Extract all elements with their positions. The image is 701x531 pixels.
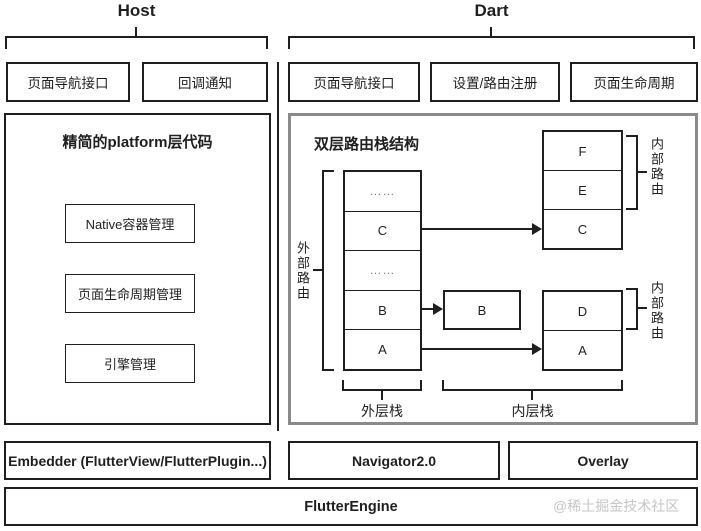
host-callback-notify-box: 回调通知 bbox=[142, 62, 268, 102]
host-section-title: Host bbox=[117, 1, 156, 20]
outer-stack-cell-b: B bbox=[345, 289, 420, 330]
outer-stack-cell-dots-mid: …… bbox=[345, 250, 420, 290]
host-page-nav-interface-box: 页面导航接口 bbox=[6, 62, 130, 102]
arrow-a-head bbox=[532, 343, 542, 355]
inner-route-bracket-bottom bbox=[626, 288, 638, 330]
inner-route-bracket-top-tick bbox=[638, 171, 647, 173]
section-divider bbox=[277, 62, 279, 431]
engine-mgmt-box: 引擎管理 bbox=[65, 344, 195, 383]
dart-bracket-stem bbox=[490, 27, 492, 37]
host-bracket bbox=[5, 36, 268, 49]
arrow-c-shaft bbox=[422, 228, 533, 230]
outer-route-label: 外部路由 bbox=[295, 241, 310, 301]
host-callback-notify-label: 回调通知 bbox=[178, 76, 232, 91]
inner-stack-top-cell-c: C bbox=[544, 209, 621, 248]
dart-page-lifecycle-label: 页面生命周期 bbox=[593, 76, 675, 91]
overlay-label: Overlay bbox=[577, 452, 629, 469]
detached-b-label: B bbox=[477, 302, 487, 318]
router-panel-title: 双层路由栈结构 bbox=[314, 136, 420, 153]
outer-route-bracket-tick bbox=[313, 269, 322, 271]
embedder-box: Embedder (FlutterView/FlutterPlugin...) bbox=[4, 441, 271, 480]
outer-stack-cell-c: C bbox=[345, 210, 420, 251]
navigator-box: Navigator2.0 bbox=[288, 441, 500, 480]
arrow-a-shaft bbox=[422, 348, 533, 350]
dart-bracket bbox=[288, 36, 695, 49]
outer-route-bracket bbox=[322, 170, 334, 371]
inner-route-bracket-bottom-tick bbox=[638, 307, 647, 309]
engine-mgmt-label: 引擎管理 bbox=[103, 357, 156, 372]
inner-route-label-top: 内部路由 bbox=[649, 137, 664, 197]
dart-section-title: Dart bbox=[474, 1, 509, 20]
arrow-b-shaft bbox=[422, 308, 435, 310]
host-bracket-stem bbox=[135, 27, 137, 37]
native-container-mgmt-label: Native容器管理 bbox=[85, 217, 175, 232]
native-container-mgmt-box: Native容器管理 bbox=[65, 204, 195, 243]
detached-b-box: B bbox=[443, 290, 521, 330]
flutter-engine-label: FlutterEngine bbox=[304, 498, 398, 515]
embedder-label: Embedder (FlutterView/FlutterPlugin...) bbox=[8, 452, 267, 469]
outer-stack-caption: 外层栈 bbox=[361, 403, 403, 419]
inner-stack-top-cell-e: E bbox=[544, 170, 621, 209]
dart-page-nav-interface-box: 页面导航接口 bbox=[288, 62, 420, 102]
flutter-engine-bar: FlutterEngine bbox=[4, 487, 698, 526]
outer-stack-cell-a: A bbox=[345, 329, 420, 369]
inner-stack-caption: 内层栈 bbox=[511, 403, 554, 419]
outer-stack-cell-dots-top: …… bbox=[369, 184, 396, 199]
inner-stack-underbrace-stem bbox=[531, 391, 533, 400]
overlay-box: Overlay bbox=[508, 441, 698, 480]
dart-route-register-box: 设置/路由注册 bbox=[430, 62, 560, 102]
inner-stack-underbrace bbox=[442, 380, 623, 391]
dart-route-register-label: 设置/路由注册 bbox=[452, 76, 538, 91]
dart-page-lifecycle-box: 页面生命周期 bbox=[570, 62, 698, 102]
dart-page-nav-interface-label: 页面导航接口 bbox=[313, 76, 395, 91]
platform-panel-title: 精简的platform层代码 bbox=[62, 134, 213, 151]
inner-stack-top: F E C bbox=[542, 130, 623, 250]
arrow-c-head bbox=[532, 223, 542, 235]
outer-stack-underbrace-stem bbox=[381, 391, 383, 400]
navigator-label: Navigator2.0 bbox=[351, 452, 437, 469]
inner-route-bracket-top bbox=[626, 135, 638, 210]
inner-stack-bottom-cell-a: A bbox=[544, 330, 621, 369]
inner-stack-bottom: D A bbox=[542, 290, 623, 371]
page-lifecycle-mgmt-box: 页面生命周期管理 bbox=[65, 274, 195, 313]
inner-route-label-bottom: 内部路由 bbox=[649, 281, 664, 341]
outer-stack: …… C …… B A bbox=[343, 170, 422, 371]
inner-stack-top-cell-f: F bbox=[578, 143, 587, 159]
inner-stack-bottom-cell-d: D bbox=[577, 303, 588, 319]
host-page-nav-interface-label: 页面导航接口 bbox=[27, 76, 109, 91]
arrow-b-head bbox=[433, 303, 443, 315]
watermark: @稀土掘金技术社区 bbox=[553, 498, 680, 514]
outer-stack-underbrace bbox=[342, 380, 422, 391]
page-lifecycle-mgmt-label: 页面生命周期管理 bbox=[77, 287, 182, 302]
